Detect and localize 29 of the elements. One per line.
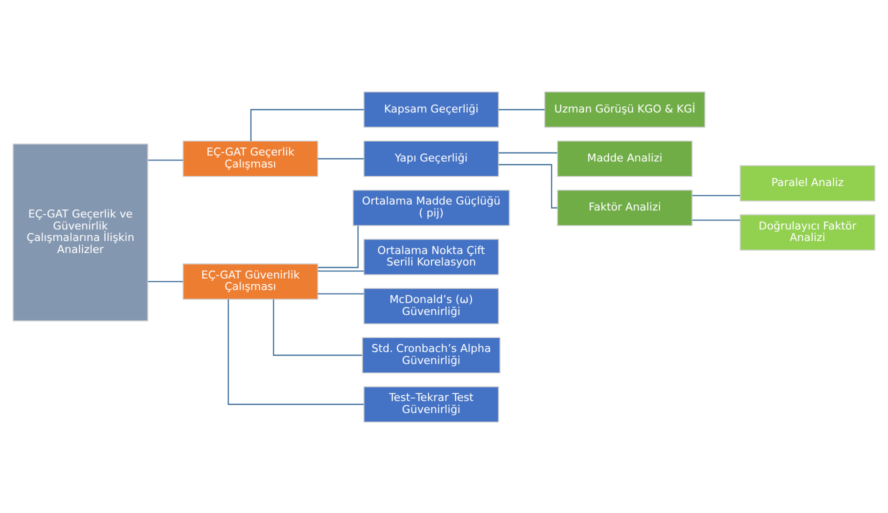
connector [228,298,364,404]
node-box: Madde Analizi [557,140,693,176]
node-box: Std. Cronbach’s Alpha Güvenirliği [362,336,500,373]
connector [692,219,740,220]
connector [318,225,359,268]
connector [498,152,558,153]
connector [148,159,183,160]
node-box: Paralel Analiz [740,164,876,201]
node-box: Yapı Geçerliği [363,140,500,176]
node-box: Doğrulayıcı Faktör Analizi [740,214,876,250]
node-box: EÇ-GAT Güvenirlik Çalışması [182,262,318,300]
node-box: Faktör Analizi [557,189,693,226]
node-box: EÇ-GAT Geçerlik Çalışması [182,140,318,176]
connector [250,108,364,140]
connector [498,108,545,110]
connector [692,194,740,196]
node-box: EÇ-GAT Geçerlik ve Güvenirlik Çalışmalarına İlişkin Analizler [12,143,148,321]
node-box: Kapsam Geçerliği [363,90,500,128]
connector [318,292,364,294]
connector [318,158,364,159]
node-box: Test–Tekrar Test Güvenirliği [363,386,500,422]
connector [148,280,183,282]
node-box: Ortalama Madde Güçlüğü ( pij) [352,189,510,226]
connector [318,270,364,272]
node-box: McDonald’s (ω) Güvenirliği [363,287,500,324]
connector [272,298,362,356]
connector [498,164,558,208]
node-box: Ortalama Nokta Çift Serili Korelasyon [363,238,500,275]
node-box: Uzman Görüşü KGO & KGİ [544,90,706,128]
